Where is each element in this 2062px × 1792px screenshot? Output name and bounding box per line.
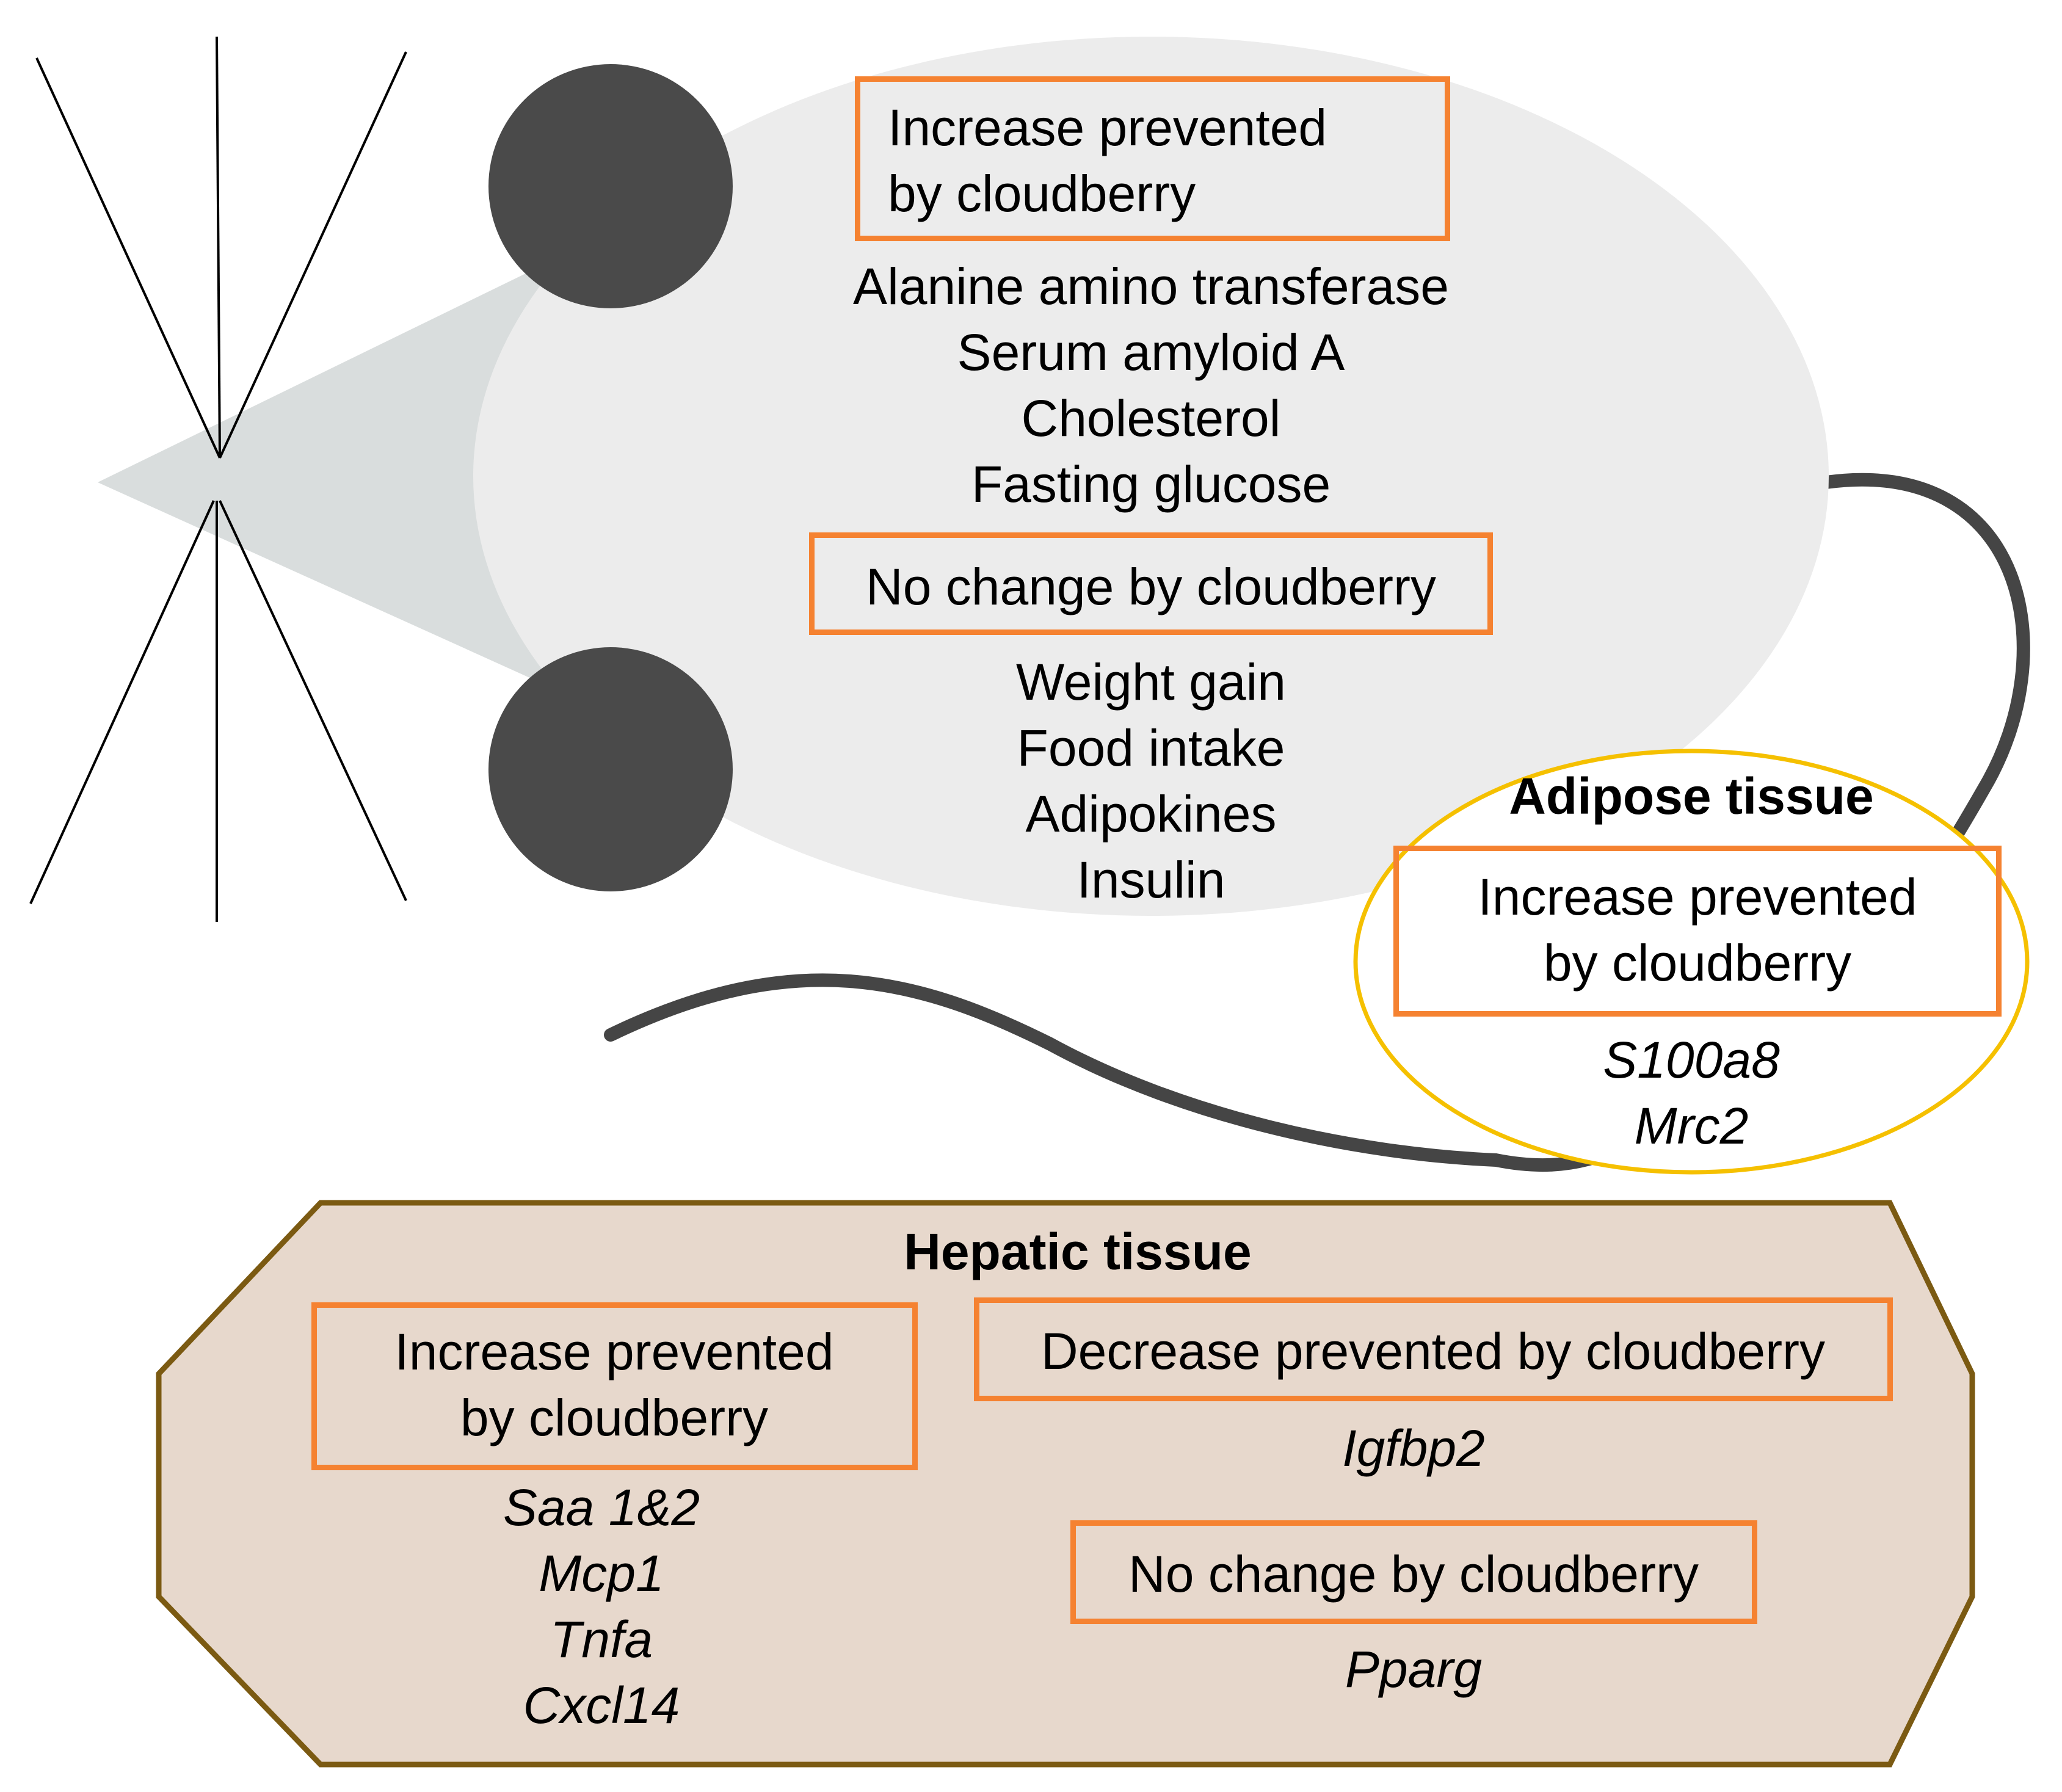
mouse-head — [98, 232, 611, 714]
mouse-item-fasting-glucose: Fasting glucose — [971, 455, 1331, 513]
hepatic-left-header-line-2: by cloudberry — [460, 1389, 769, 1446]
mouse-item-cholesterol: Cholesterol — [1021, 390, 1281, 447]
hepatic-no-change-box: No change by cloudberry — [1070, 1520, 1757, 1624]
mouse-body — [473, 37, 1829, 916]
adipose-increase-prevented-box: Increase prevented by cloudberry — [1393, 846, 2002, 1017]
hepatic-tissue-title: Hepatic tissue — [904, 1223, 1252, 1280]
adipose-gene-mrc2: Mrc2 — [1634, 1097, 1749, 1155]
mouse-no-change-header: No change by cloudberry — [866, 558, 1436, 615]
hepatic-gene-cxcl14: Cxcl14 — [523, 1677, 680, 1734]
hepatic-decrease-prevented-box: Decrease prevented by cloudberry — [974, 1297, 1893, 1401]
mouse-item-adipokines: Adipokines — [1025, 785, 1277, 843]
adipose-tissue-title: Adipose tissue — [1509, 767, 1874, 825]
mouse-item-alanine-amino-transferase: Alanine amino transferase — [853, 258, 1449, 315]
mouse-ear-top — [488, 64, 733, 308]
hepatic-gene-igfbp2: Igfbp2 — [1342, 1420, 1485, 1477]
mouse-item-weight-gain: Weight gain — [1015, 653, 1287, 711]
mouse-item-insulin: Insulin — [1076, 851, 1225, 909]
mouse-item-serum-amyloid-a: Serum amyloid A — [957, 324, 1345, 381]
hepatic-increase-prevented-box: Increase prevented by cloudberry — [311, 1302, 918, 1470]
mouse-whiskers — [29, 36, 407, 922]
mouse-no-change-box: No change by cloudberry — [809, 532, 1493, 635]
hepatic-tissue-outline — [156, 1200, 1975, 1768]
hepatic-right-bottom-header: No change by cloudberry — [1128, 1545, 1699, 1603]
hepatic-right-top-header: Decrease prevented by cloudberry — [1040, 1322, 1826, 1380]
adipose-tissue-outline — [1353, 749, 2030, 1175]
mouse-ear-bottom — [488, 647, 733, 891]
adipose-header-line-2: by cloudberry — [1543, 934, 1852, 992]
mouse-increase-header-line-1: Increase prevented — [888, 99, 1327, 156]
adipose-header-line-1: Increase prevented — [1478, 868, 1917, 926]
hepatic-gene-tnfa: Tnfa — [550, 1611, 653, 1668]
mouse-item-food-intake: Food intake — [1017, 719, 1285, 777]
hepatic-gene-mcp1: Mcp1 — [539, 1545, 664, 1602]
mouse-increase-header-line-2: by cloudberry — [888, 165, 1196, 222]
hepatic-gene-saa: Saa 1&2 — [503, 1479, 700, 1536]
mouse-increase-prevented-box: Increase prevented by cloudberry — [855, 76, 1450, 241]
hepatic-gene-pparg: Pparg — [1345, 1641, 1483, 1698]
hepatic-left-header-line-1: Increase prevented — [394, 1323, 834, 1380]
adipose-gene-s100a8: S100a8 — [1603, 1031, 1780, 1089]
